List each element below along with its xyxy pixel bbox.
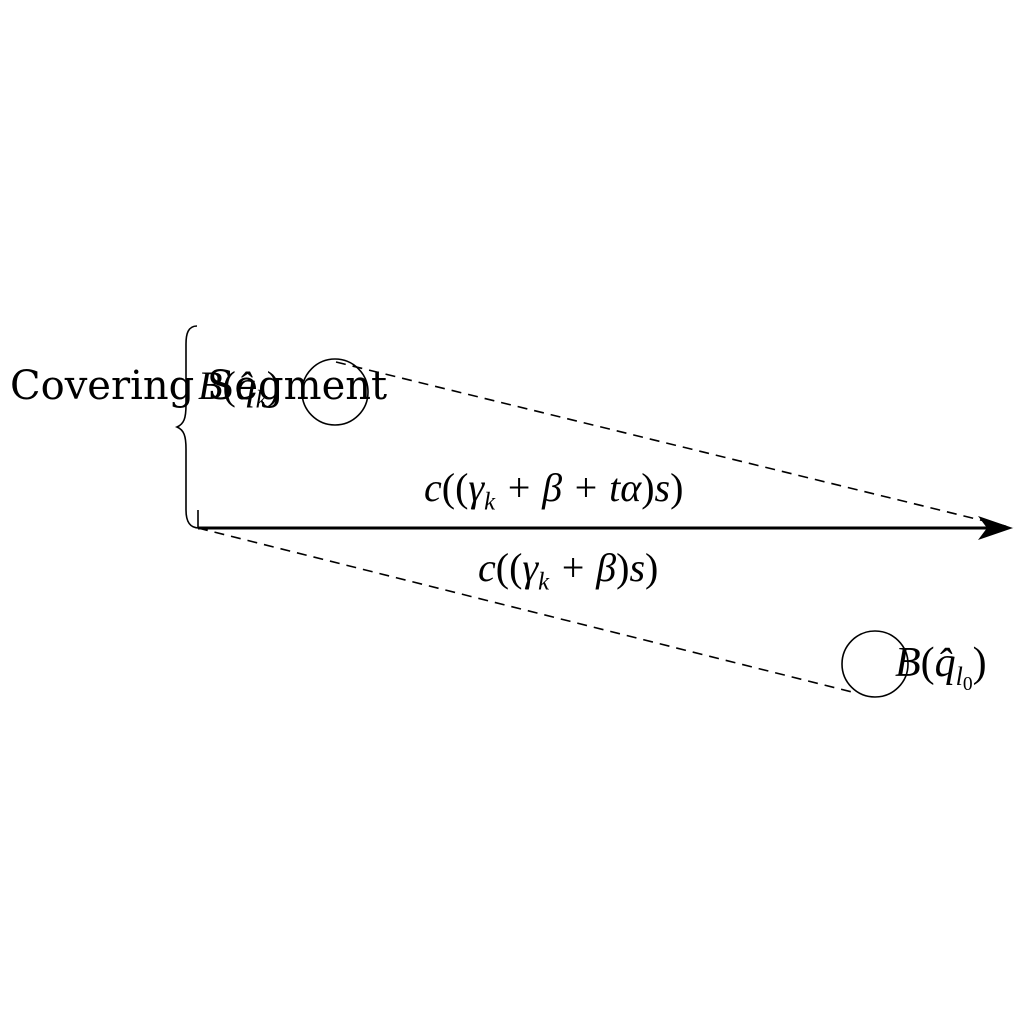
ball-l0-label: B(q̂l0): [895, 640, 987, 695]
upper-dashed-line: [335, 361, 1014, 529]
ball-k-label: B(q̂k): [198, 363, 281, 414]
covering-segment-label: Covering Segment: [10, 363, 388, 409]
ball-k-circle: [301, 358, 369, 426]
ball-l0-circle: [841, 630, 909, 698]
lower-curve-label: c((γk + β)s): [478, 545, 659, 596]
covering-segment-brace: [174, 325, 200, 529]
lower-dashed-line: [197, 527, 853, 693]
upper-curve-label: c((γk + β + tα)s): [424, 465, 684, 516]
